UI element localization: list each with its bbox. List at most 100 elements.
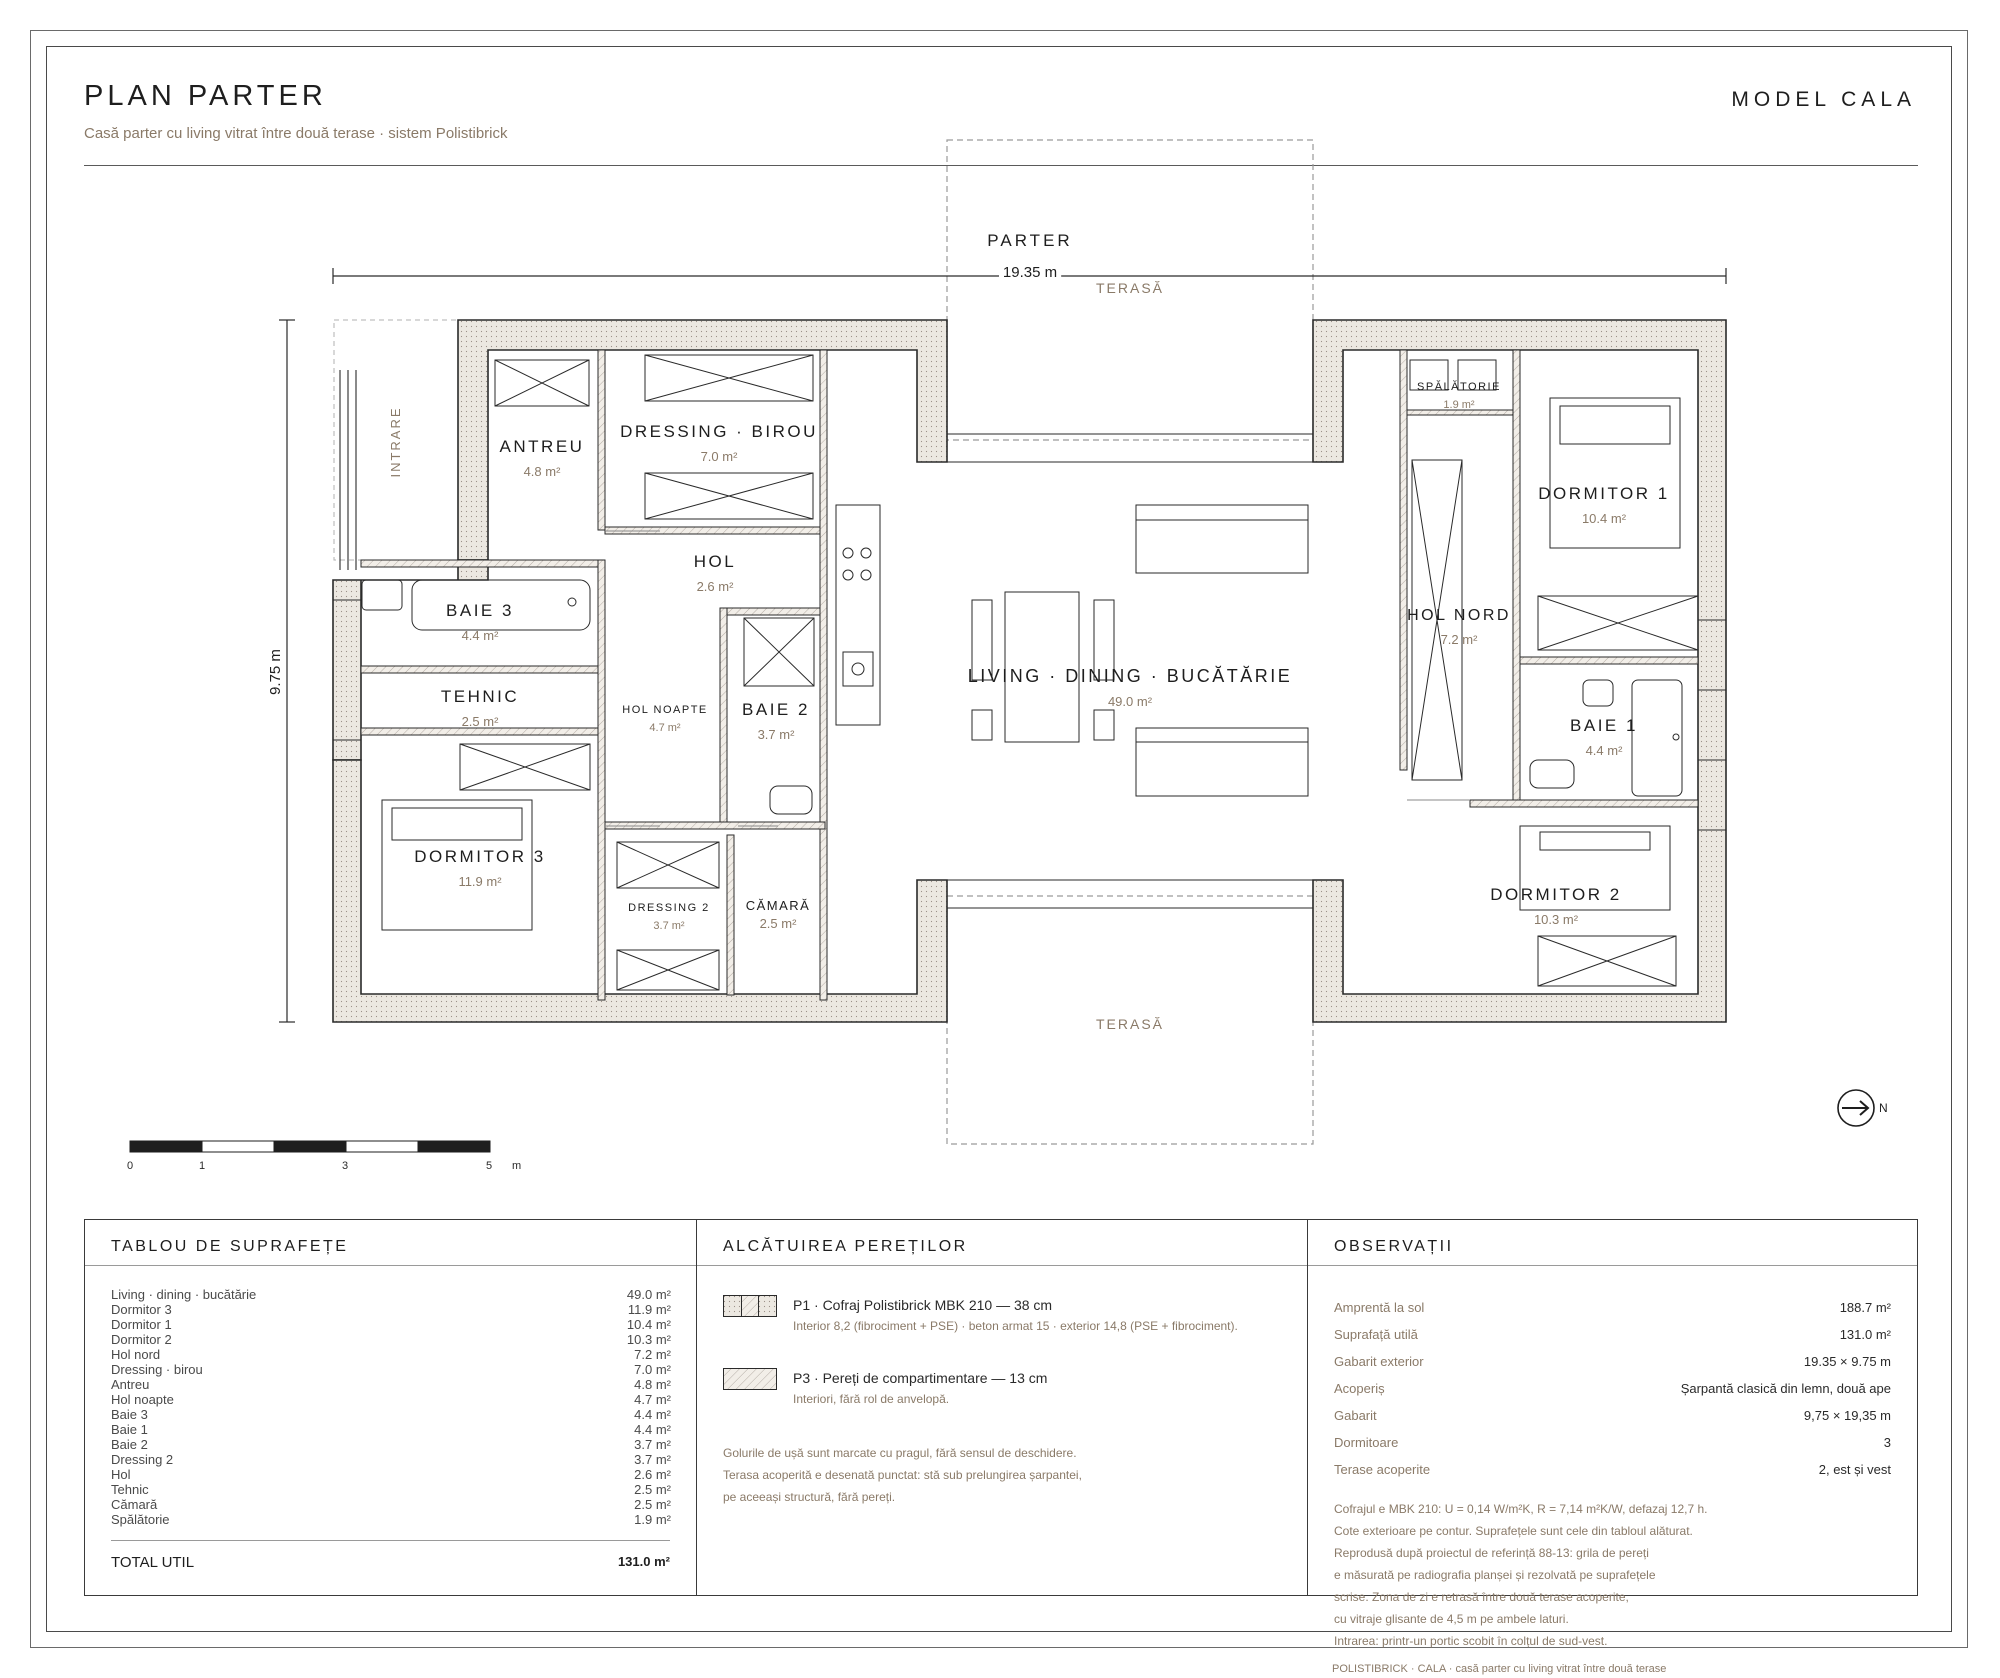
area-row-label: Dressing · birou (111, 1362, 203, 1377)
room-area-baie-2: 3.7 m² (758, 727, 796, 742)
area-row-value: 2.5 m² (634, 1497, 671, 1512)
area-row: Dressing · birou 7.0 m² (111, 1362, 671, 1377)
room-area-antreu: 4.8 m² (524, 464, 562, 479)
observation-label: Gabarit (1334, 1408, 1377, 1423)
room-name-hol-noapte: HOL NOAPTE (622, 704, 708, 716)
obs-note-line: Cote exterioare pe contur. Suprafețele s… (1334, 1524, 1693, 1538)
total-label: TOTAL UTIL (111, 1554, 195, 1571)
area-row-value: 3.7 m² (634, 1452, 671, 1467)
model-name: MODEL CALA (1731, 88, 1916, 111)
area-row-value: 1.9 m² (634, 1512, 671, 1527)
room-name-antreu: ANTREU (500, 437, 585, 456)
wardrobes (459, 354, 1699, 991)
room-name-living: LIVING · DINING · BUCĂTĂRIE (968, 666, 1293, 686)
scale-tick-1: 1 (199, 1160, 206, 1172)
wall-p1-swatch-icon (723, 1295, 777, 1317)
observation-row: Gabarit exterior 19.35 × 9.75 m (1334, 1354, 1891, 1369)
obs-note-line: Intrarea: printr-un portic scobit în col… (1334, 1634, 1608, 1648)
walls-note-line: Terasa acoperită e desenată punctat: stă… (723, 1468, 1082, 1482)
room-area-living: 49.0 m² (1108, 694, 1153, 709)
observation-label: Terase acoperite (1334, 1462, 1431, 1477)
area-row-label: Dormitor 3 (111, 1302, 172, 1317)
room-area-hol-nord: 7.2 m² (1441, 632, 1479, 647)
wall-p1-title: P1 · Cofraj Polistibrick MBK 210 — 38 cm (793, 1297, 1053, 1313)
total-row: TOTAL UTIL 131.0 m² (111, 1554, 670, 1571)
page-title: PLAN PARTER (84, 80, 327, 112)
area-row-label: Baie 3 (111, 1407, 148, 1422)
page-subtitle: Casă parter cu living vitrat între două … (84, 125, 508, 142)
room-name-hol: HOL (694, 552, 736, 571)
entrance-label: INTRARE (388, 406, 403, 477)
wall-p3-desc: Interiori, fără rol de anvelopă. (793, 1392, 950, 1406)
inner-frame (46, 46, 1952, 1632)
room-area-baie-1: 4.4 m² (1586, 743, 1624, 758)
wall-p3-title: P3 · Pereți de compartimentare — 13 cm (793, 1370, 1048, 1386)
room-name-baie-1: BAIE 1 (1570, 716, 1638, 735)
area-row-value: 7.2 m² (634, 1347, 671, 1362)
room-name-dormitor-1: DORMITOR 1 (1538, 484, 1669, 503)
area-row-value: 10.4 m² (626, 1317, 671, 1332)
room-name-baie-2: BAIE 2 (742, 700, 810, 719)
area-row-value: 7.0 m² (634, 1362, 671, 1377)
terrace-south-label: TERASĂ (1096, 1016, 1164, 1032)
area-row-value: 3.7 m² (634, 1437, 671, 1452)
room-name-tehnic: TEHNIC (441, 687, 519, 706)
panel-divider (1308, 1265, 1917, 1266)
terrace-north-outline (946, 139, 1314, 441)
observations-title: OBSERVAȚII (1334, 1238, 1454, 1255)
total-divider (111, 1540, 670, 1541)
area-row-value: 4.8 m² (634, 1377, 671, 1392)
north-label: N (1879, 1101, 1888, 1115)
wall-p1-desc: Interior 8,2 (fibrociment + PSE) · beton… (793, 1319, 1238, 1333)
area-row-label: Spălătorie (111, 1512, 170, 1527)
width-dimension-label: 19.35 m (1003, 264, 1057, 281)
observation-label: Gabarit exterior (1334, 1354, 1424, 1369)
scale-tick-5: 5 (486, 1160, 493, 1172)
scale-tick-3: 3 (342, 1160, 349, 1172)
area-row-value: 4.7 m² (634, 1392, 671, 1407)
obs-note-line: scrise. Zona de zi e retrasă între două … (1334, 1590, 1629, 1604)
room-area-baie-3: 4.4 m² (462, 628, 500, 643)
furniture (361, 359, 1683, 931)
area-row-value: 4.4 m² (634, 1407, 671, 1422)
area-row-label: Cămară (111, 1497, 158, 1512)
observation-value: 19.35 × 9.75 m (1803, 1354, 1891, 1369)
area-row-label: Baie 1 (111, 1422, 148, 1437)
scale-bar (129, 1140, 491, 1153)
observation-value: 9,75 × 19,35 m (1803, 1408, 1891, 1423)
observation-label: Acoperiș (1334, 1381, 1385, 1396)
area-row-label: Living · dining · bucătărie (111, 1287, 257, 1302)
area-row: Hol nord 7.2 m² (111, 1347, 671, 1362)
area-row-value: 2.5 m² (634, 1482, 671, 1497)
area-row-label: Hol nord (111, 1347, 161, 1362)
area-table-title: TABLOU DE SUPRAFEȚE (111, 1238, 349, 1255)
area-row-label: Dormitor 1 (111, 1317, 172, 1332)
room-area-dormitor-3: 11.9 m² (458, 874, 502, 889)
area-row: Spălătorie 1.9 m² (111, 1512, 671, 1527)
interior-partitions (360, 349, 1699, 1001)
room-name-baie-3: BAIE 3 (446, 601, 514, 620)
area-row-label: Baie 2 (111, 1437, 148, 1452)
walls-note-line: Golurile de ușă sunt marcate cu pragul, … (723, 1446, 1077, 1460)
room-area-hol: 2.6 m² (697, 579, 735, 594)
observation-value: 2, est și vest (1818, 1462, 1891, 1477)
wall-p3-swatch-icon (723, 1368, 777, 1390)
obs-note-line: Cofrajul e MBK 210: U = 0,14 W/m²K, R = … (1334, 1502, 1708, 1516)
glazing (333, 370, 1726, 909)
walls-note-line: pe aceeași structură, fără pereți. (723, 1490, 896, 1504)
area-row: Cămară 2.5 m² (111, 1497, 671, 1512)
total-value: 131.0 m² (617, 1554, 670, 1569)
scale-tick-0: 0 (127, 1160, 134, 1172)
room-area-dormitor-2: 10.3 m² (1534, 912, 1579, 927)
room-name-hol-nord: HOL NORD (1407, 607, 1511, 624)
